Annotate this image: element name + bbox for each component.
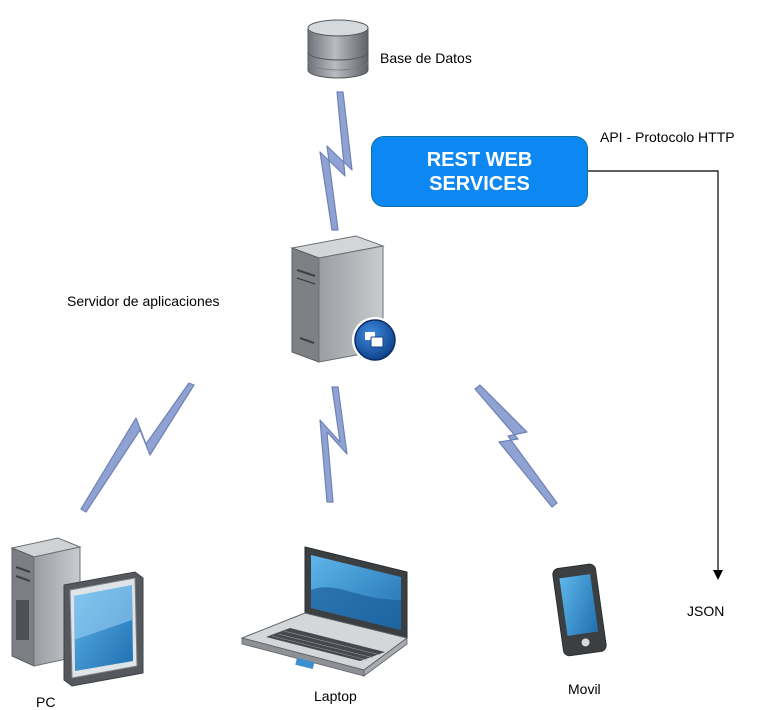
database-label: Base de Datos [380,50,472,66]
server-laptop-link [319,386,348,503]
application-server-icon [290,235,398,363]
api-label: API - Protocolo HTTP [600,129,735,145]
pc-icon [10,537,144,687]
rest-web-services-box: REST WEB SERVICES [371,136,588,207]
rest-box-line1: REST WEB [426,148,533,171]
server-pc-link [80,382,195,513]
json-label: JSON [687,603,725,619]
lightning-link-icon [80,91,558,513]
laptop-icon [240,546,409,677]
rest-box-line2: SERVICES [429,172,530,195]
app-server-label: Servidor de aplicaciones [67,293,220,309]
mobile-label: Movil [568,681,601,697]
server-mobile-link [474,384,558,508]
database-icon [307,19,369,79]
pc-label: PC [36,694,56,710]
api-arrow [588,170,723,580]
mobile-icon [552,563,607,657]
db-server-link [319,91,353,231]
laptop-label: Laptop [314,688,357,704]
